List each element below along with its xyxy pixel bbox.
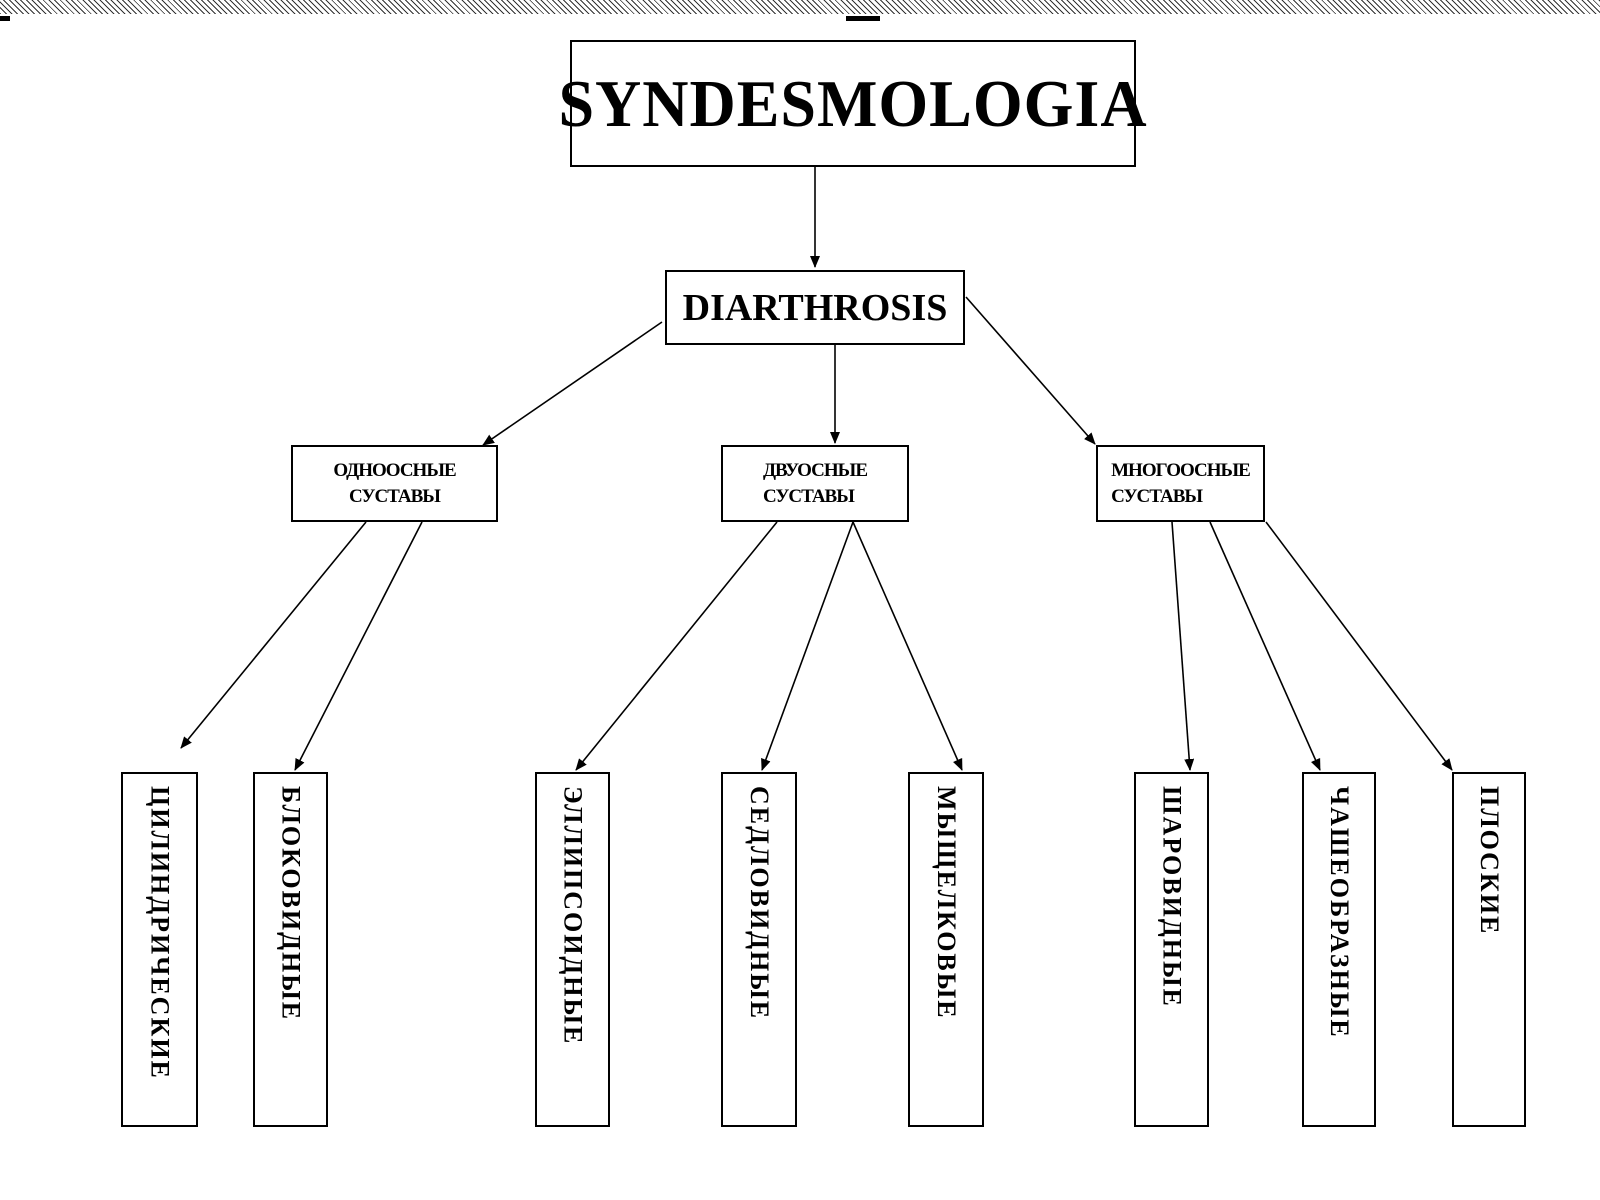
center-marker bbox=[846, 16, 880, 21]
root-node-syndesmologia: SYNDESMOLOGIA bbox=[558, 40, 1147, 167]
leaf-trochlear-label: БЛОКОВИДНЫЕ bbox=[276, 786, 306, 1022]
leaf-cotyloid-label: ЧАШЕОБРАЗНЫЕ bbox=[1325, 786, 1354, 1039]
leaf-cylindrical-label: ЦИЛИНДРИЧЕСКИЕ bbox=[145, 786, 175, 1080]
leaf-spheroid-label: ШАРОВИДНЫЕ bbox=[1157, 786, 1187, 1008]
leaf-spheroid: ШАРОВИДНЫЕ bbox=[1134, 772, 1209, 1127]
arrow-to-multiaxial bbox=[965, 296, 1096, 445]
leaf-trochlear: БЛОКОВИДНЫЕ bbox=[253, 772, 328, 1127]
top-hatched-border bbox=[0, 0, 1600, 14]
node-uniaxial-joints: ОДНООСНЫЕ СУСТАВЫ bbox=[291, 445, 498, 522]
leaf-cylindrical: ЦИЛИНДРИЧЕСКИЕ bbox=[121, 772, 198, 1127]
uniaxial-line2: СУСТАВЫ bbox=[349, 485, 441, 507]
uniaxial-line1: ОДНООСНЫЕ bbox=[333, 459, 456, 481]
leaf-cotyloid: ЧАШЕОБРАЗНЫЕ bbox=[1302, 772, 1376, 1127]
leaf-ellipsoid: ЭЛЛИПСОИДНЫЕ bbox=[535, 772, 610, 1127]
root-node-label: SYNDESMOLOGIA bbox=[558, 65, 1148, 141]
arrow-to-leaf-spheroid bbox=[1171, 521, 1195, 771]
arrow-to-uniaxial bbox=[482, 321, 663, 446]
arrow-to-leaf-condylar bbox=[852, 521, 963, 771]
left-marker bbox=[0, 16, 10, 21]
biaxial-line2: СУСТАВЫ bbox=[762, 485, 855, 507]
leaf-saddle: СЕДЛОВИДНЫЕ bbox=[721, 772, 797, 1127]
leaf-plane: ПЛОСКИЕ bbox=[1452, 772, 1526, 1127]
leaf-condylar-label: МЫЩЕЛКОВЫЕ bbox=[932, 786, 961, 1020]
arrow-to-leaf-cotyloid bbox=[1209, 521, 1321, 771]
node-diarthrosis: DIARTHROSIS bbox=[665, 270, 965, 345]
leaf-saddle-label: СЕДЛОВИДНЫЕ bbox=[745, 786, 774, 1021]
biaxial-line1: ДВУОСНЫЕ bbox=[762, 459, 868, 481]
multiaxial-line2: СУСТАВЫ bbox=[1111, 485, 1203, 507]
node-multiaxial-joints: МНОГООСНЫЕ СУСТАВЫ bbox=[1096, 445, 1265, 522]
arrow-to-leaf-plane bbox=[1265, 521, 1453, 771]
arrow-to-leaf-saddle bbox=[761, 521, 854, 771]
leaf-plane-label: ПЛОСКИЕ bbox=[1475, 786, 1504, 936]
diarthrosis-label: DIARTHROSIS bbox=[682, 286, 948, 329]
arrow-to-leaf-ellipsoid bbox=[575, 521, 778, 771]
arrow-to-leaf-cylindrical bbox=[180, 521, 367, 749]
node-biaxial-joints: ДВУОСНЫЕ СУСТАВЫ bbox=[721, 445, 909, 522]
multiaxial-line1: МНОГООСНЫЕ bbox=[1111, 459, 1251, 481]
leaf-condylar: МЫЩЕЛКОВЫЕ bbox=[908, 772, 984, 1127]
leaf-ellipsoid-label: ЭЛЛИПСОИДНЫЕ bbox=[558, 786, 588, 1046]
arrow-to-leaf-trochlear bbox=[294, 521, 423, 771]
